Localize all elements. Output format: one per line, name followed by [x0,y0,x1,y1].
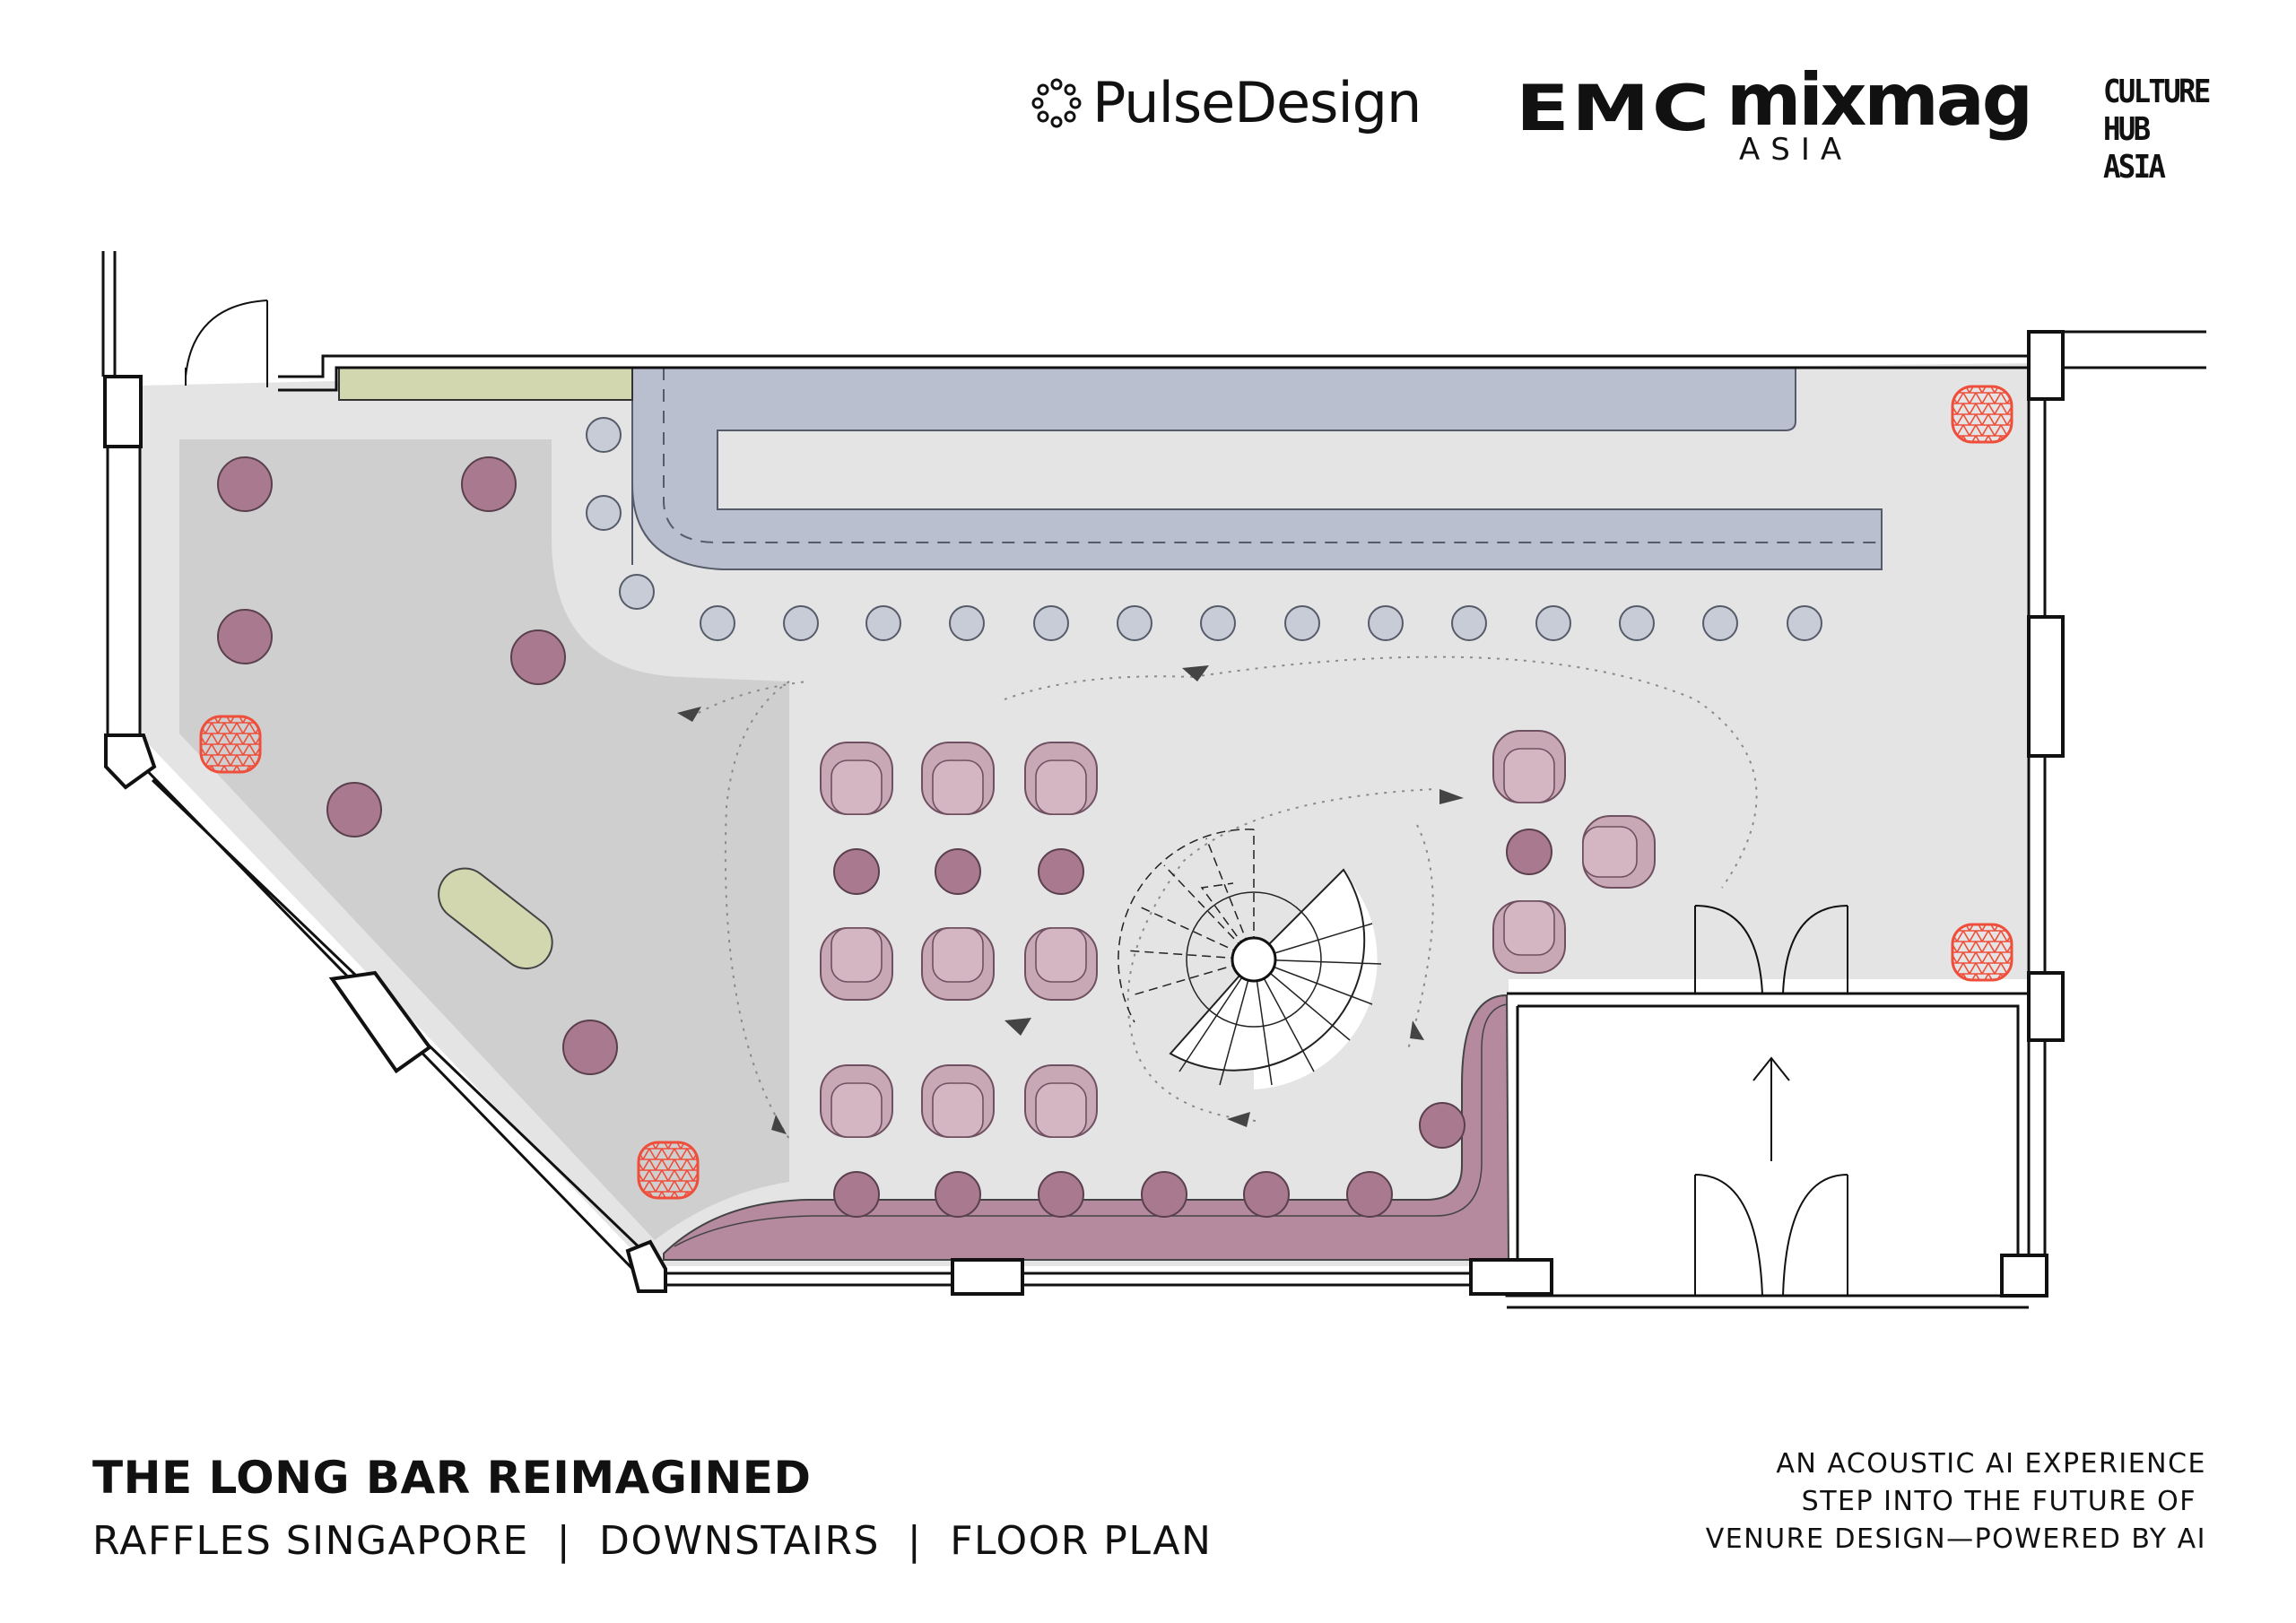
tagline-line-1: AN ACOUSTIC AI EXPERIENCE [1776,1448,2206,1480]
plan-title: THE LONG BAR REIMAGINED [92,1452,812,1504]
entrance-door [185,299,268,387]
dining-tables [833,829,1552,1149]
tagline-line-2: STEP INTO THE FUTURE OF [1801,1486,2206,1517]
mixmag-asia-logo: mixmag ASIA [1726,58,2033,168]
culture-line-3: ASIA [2103,149,2166,186]
title-block: THE LONG BAR REIMAGINED RAFFLES SINGAPOR… [92,1451,1212,1566]
lounge-tables [217,456,618,1075]
banquette-inner-line [674,1003,1508,1247]
bar-counter [631,367,1883,570]
banquette [663,994,1510,1261]
culture-line-1: CULTURE [2103,74,2211,110]
circulation-path [690,655,1758,1140]
lounge-zone [179,439,789,1240]
lift-doors [1694,905,1848,1297]
culture-line-2: HUB [2103,111,2151,148]
mixmag-wordmark: mixmag [1726,58,2033,142]
pulse-design-logo: PulseDesign [1031,70,1422,135]
tagline: AN ACOUSTIC AI EXPERIENCE STEP INTO THE … [1706,1445,2206,1558]
emc-logo: EMC [1516,72,1712,145]
tagline-line-3: VENURE DESIGN—POWERED BY AI [1705,1523,2206,1555]
culture-hub-asia-logo: CULTURE HUB ASIA [2103,74,2211,187]
spiral-staircase [1118,829,1382,1089]
direction-arrows [677,665,1464,1134]
walls [101,251,2206,1309]
mixmag-subtext: ASIA [1739,132,1853,168]
bar-service-line [663,368,1882,543]
plan-subtitle: RAFFLES SINGAPORE | DOWNSTAIRS | FLOOR P… [92,1518,1213,1564]
banquette-tables [833,1171,1393,1218]
sage-panel [338,367,633,401]
pulse-design-wordmark: PulseDesign [1092,70,1422,135]
wall-piers [103,330,2065,1298]
sage-table [438,867,553,970]
bar-stools [586,417,1822,641]
dotted-ring-icon [1031,78,1082,127]
